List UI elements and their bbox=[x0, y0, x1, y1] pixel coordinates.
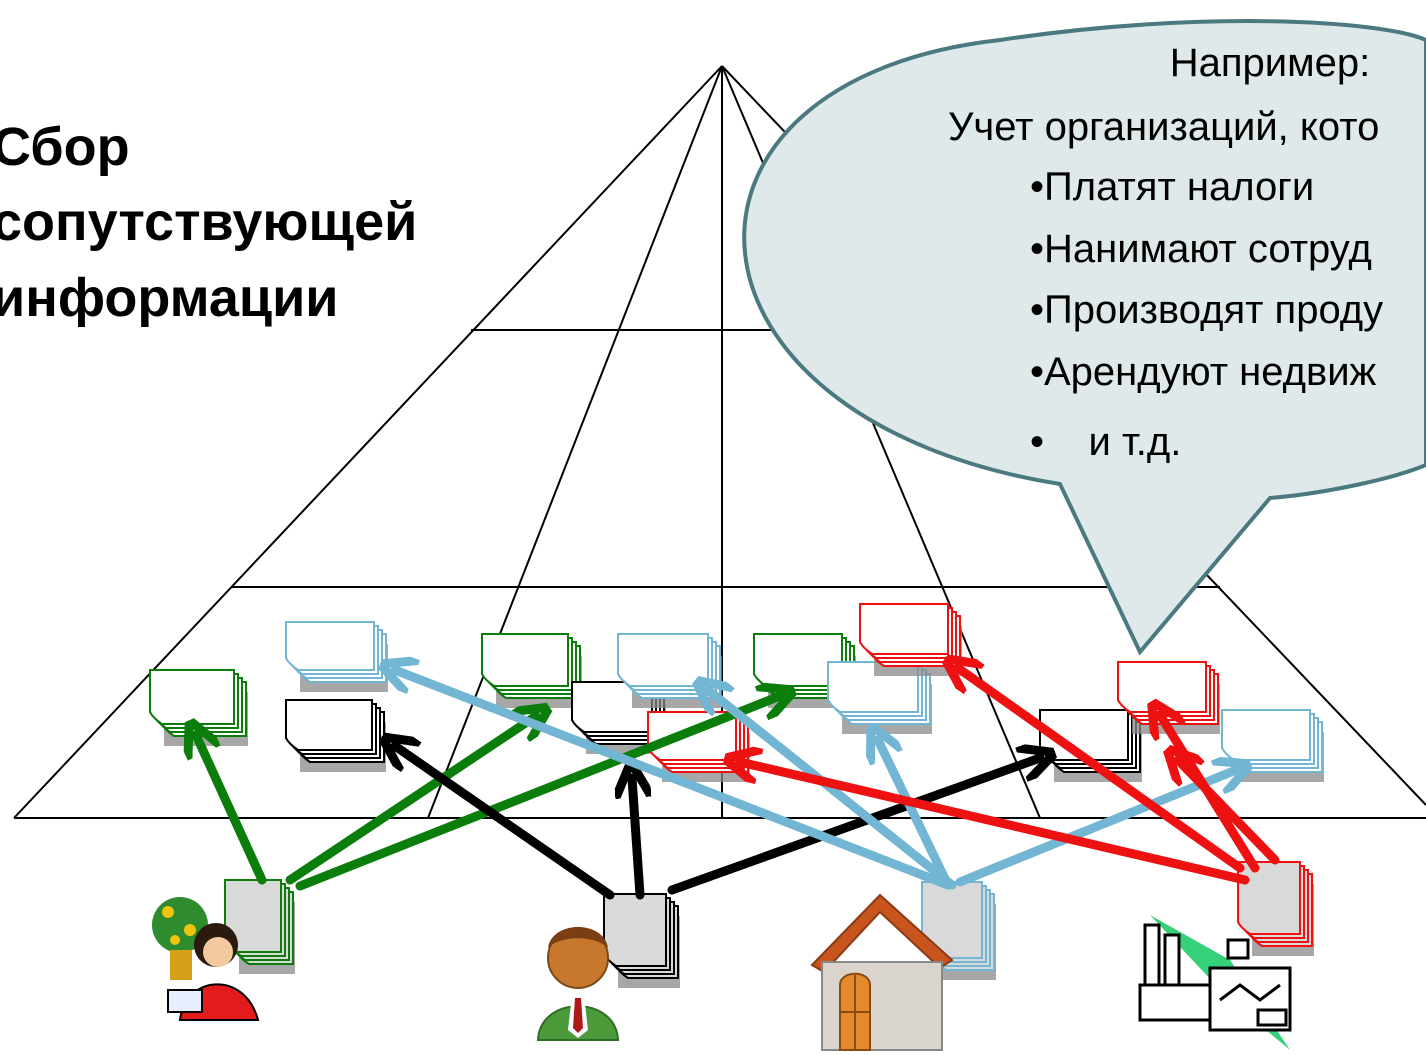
doc-stack-blue-3 bbox=[827, 661, 932, 734]
arrows bbox=[196, 668, 1280, 900]
house-icon bbox=[810, 893, 954, 1051]
source-doc-green bbox=[224, 879, 295, 974]
title-line-1: Сбор bbox=[0, 117, 130, 177]
red-arrow-12 bbox=[958, 668, 1245, 873]
title-line-3: информации bbox=[0, 268, 338, 328]
green-arrow-3 bbox=[295, 696, 780, 891]
callout-subheading: Учет организаций, кото bbox=[948, 105, 1379, 149]
blue-arrow-7 bbox=[395, 670, 953, 890]
red-arrow-14 bbox=[1178, 760, 1280, 865]
title: Сбор сопутствующей информации bbox=[0, 117, 417, 328]
blue-arrow-9 bbox=[878, 740, 953, 890]
callout-heading: Например: bbox=[1170, 41, 1371, 85]
person-icon bbox=[536, 927, 620, 1041]
source-doc-blue bbox=[921, 881, 996, 980]
source-doc-black bbox=[603, 893, 680, 988]
doc-stack-green-2 bbox=[481, 633, 582, 708]
woman-with-tree-icon bbox=[152, 897, 260, 1021]
red-arrow-11 bbox=[740, 762, 1250, 885]
black-arrow-4 bbox=[395, 746, 615, 900]
callout-bullet-2: •Нанимают сотруд bbox=[1030, 227, 1372, 271]
doc-stack-blue-2 bbox=[617, 633, 722, 708]
factory-icon bbox=[1138, 915, 1292, 1050]
black-arrow-5 bbox=[632, 778, 640, 900]
green-arrow-2 bbox=[285, 716, 536, 885]
callout-bullet-4: •Арендуют недвиж bbox=[1030, 350, 1377, 394]
blue-arrow-10 bbox=[955, 770, 1236, 887]
callout-bullet-5: • и т.д. bbox=[1030, 420, 1181, 464]
document-stacks bbox=[149, 603, 1324, 782]
green-arrow-1 bbox=[196, 735, 267, 885]
black-arrow-6 bbox=[667, 758, 1040, 895]
doc-stack-blue-1 bbox=[285, 621, 388, 692]
source-doc-red bbox=[1237, 861, 1314, 956]
doc-stack-green-1 bbox=[149, 669, 248, 746]
callout-bullet-3: •Производят проду bbox=[1030, 288, 1383, 332]
source-documents bbox=[224, 861, 1314, 988]
doc-stack-black-1 bbox=[285, 699, 386, 772]
callout-bubble: Например: Учет организаций, кото •Платят… bbox=[742, 19, 1426, 656]
callout-bullet-1: •Платят налоги bbox=[1030, 165, 1314, 209]
title-line-2: сопутствующей bbox=[0, 192, 417, 252]
doc-stack-red-1 bbox=[859, 603, 962, 676]
doc-stack-black-3 bbox=[1039, 709, 1142, 782]
